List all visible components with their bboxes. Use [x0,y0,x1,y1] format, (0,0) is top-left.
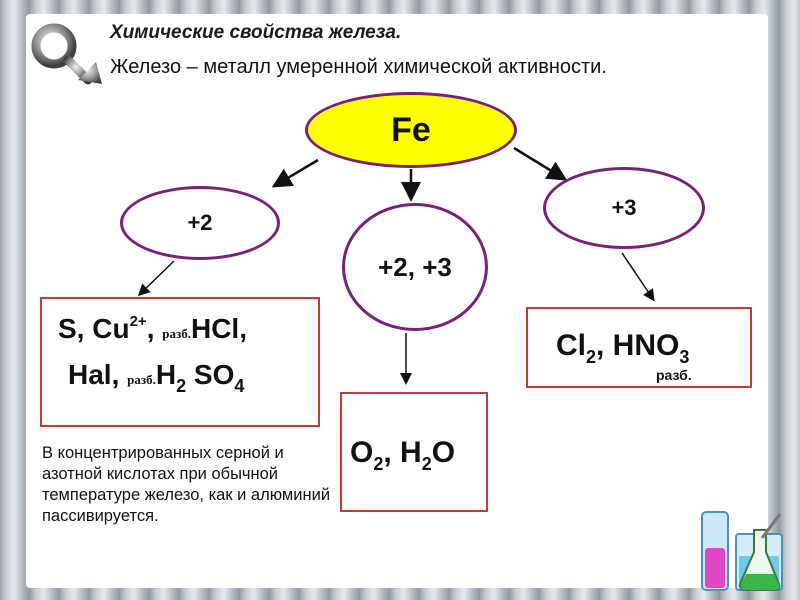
reagent-cl: Cl [556,329,586,362]
reagent-hal: Hal, [68,359,120,390]
reagent-hno: , HNO [596,329,680,362]
fe-center-oval: Fe [305,92,517,168]
oxidation-state-2: +2 [120,186,280,260]
o-subscript: 2 [373,454,384,474]
so-subscript: 4 [234,376,245,396]
lab-flask-icon [701,511,783,591]
reagent-h2o-o: O [431,436,456,469]
comma: , [146,313,155,344]
h-subscript: 2 [176,376,187,396]
dilute-label-1: разб. [162,326,191,341]
reagent-h: H [155,359,177,390]
reagents-line-1: S, Cu2+, разб.HCl, [58,313,247,345]
passivation-note: В концентрированных серной и азотной кис… [42,444,331,525]
reagents-right-line: Cl2, HNO3 [556,329,689,367]
reagents-box-middle: O2, H2O [340,392,488,512]
iron-symbol-icon [31,23,102,85]
h2o-subscript: 2 [421,454,432,474]
reagents-box-right: Cl2, HNO3 разб. [526,307,752,388]
dilute-label-2: разб. [127,372,156,387]
reagent-o: O [350,436,374,469]
oxidation-state-3: +3 [543,167,705,249]
page-title: Химические свойства железа. [110,22,402,43]
reagent-s: S, [58,313,85,344]
page-subtitle: Железо – металл умеренной химической акт… [110,56,607,78]
reagent-cu: Cu [92,313,130,344]
reagent-hcl: HCl, [190,313,247,344]
reagents-box-left: S, Cu2+, разб.HCl, Hal, разб.H2 SO4 [40,297,320,427]
reagents-mid-line: O2, H2O [350,436,456,474]
reagent-h2o-h: , H [383,436,422,469]
oxidation-state-2-3: +2, +3 [342,203,488,331]
hno-subscript: 3 [679,347,690,367]
reagents-line-2: Hal, разб.H2 SO4 [68,359,244,396]
cl-subscript: 2 [586,347,597,367]
cu-charge: 2+ [129,313,147,330]
reagent-so: SO [193,359,235,390]
dilute-label-right: разб. [656,367,692,383]
